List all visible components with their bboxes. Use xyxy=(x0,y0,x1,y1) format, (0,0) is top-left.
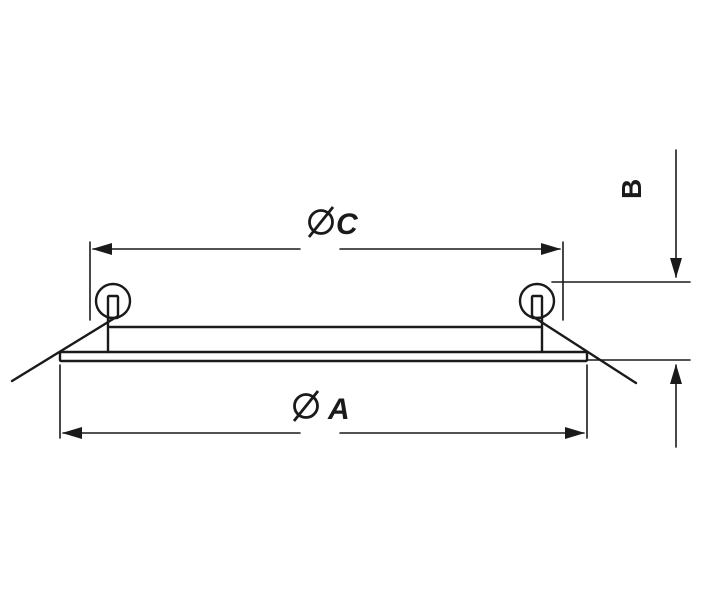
fixture-frame xyxy=(58,316,589,363)
diameter-symbol-icon xyxy=(307,206,335,238)
dimension-a: A xyxy=(59,364,588,439)
spring-coil xyxy=(518,282,556,320)
dimension-c: C xyxy=(89,206,564,321)
dimension-c-label: C xyxy=(336,208,359,241)
flange-plate xyxy=(58,350,589,363)
spring-coil xyxy=(94,282,132,320)
spring-stem xyxy=(530,294,544,320)
dimension-b-label: B xyxy=(616,179,647,199)
dimension-b: B xyxy=(551,149,691,448)
spring-stem xyxy=(106,294,120,320)
spring-clip-right xyxy=(518,282,638,385)
spring-arm xyxy=(10,314,120,383)
diameter-symbol-icon xyxy=(292,390,320,422)
spring-arm xyxy=(530,314,638,385)
dimension-a-label: A xyxy=(327,393,350,426)
spring-clip-left xyxy=(10,282,132,383)
